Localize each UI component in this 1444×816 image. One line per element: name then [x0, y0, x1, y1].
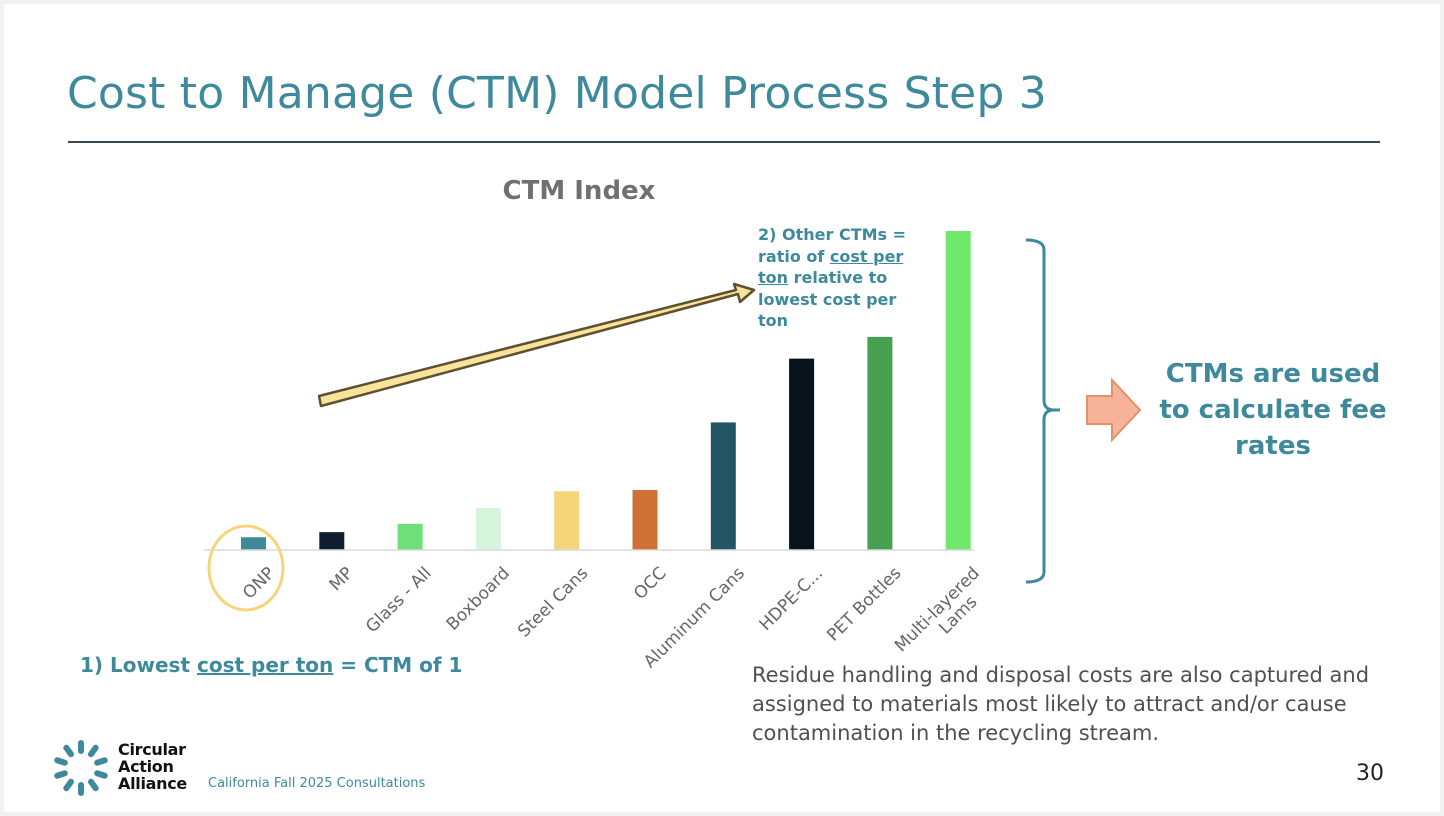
tick-label: MP: [326, 563, 358, 595]
bar-group: [241, 231, 971, 550]
other-ctms-underlined: cost per ton: [758, 246, 904, 288]
logo-wordmark: Circular Action Alliance: [118, 741, 187, 792]
other-ctms-suffix: relative to lowest cost per ton: [758, 268, 897, 330]
bar-multi-layered-lams: [945, 231, 971, 550]
residue-text: Residue handling and disposal costs are …: [752, 663, 1370, 745]
slide: Cost to Manage (CTM) Model Process Step …: [4, 4, 1440, 812]
chart-title: CTM Index: [502, 176, 656, 206]
bar-hdpe-c: [789, 358, 815, 550]
bar-pet-bottles: [867, 336, 893, 550]
logo-line-1: Circular: [118, 740, 186, 759]
callout-arrow: [1086, 377, 1142, 443]
lowest-prefix: 1) Lowest: [80, 653, 197, 677]
bar-aluminum-cans: [710, 422, 736, 550]
other-ctms-note: 2) Other CTMs = ratio of cost per ton re…: [758, 224, 918, 332]
bar-boxboard: [475, 507, 501, 550]
lowest-underlined: cost per ton: [196, 653, 334, 677]
page-number: 30: [1356, 761, 1384, 786]
logo-line-2: Action: [118, 757, 174, 776]
logo-line-3: Alliance: [118, 774, 187, 793]
page-title: Cost to Manage (CTM) Model Process Step …: [67, 68, 1047, 119]
tick-label: PET Bottles: [823, 563, 905, 645]
bar-onp: [241, 537, 266, 550]
tick-label: OCC: [630, 563, 670, 603]
tick-label: Boxboard: [443, 563, 514, 634]
title-divider: [68, 141, 1380, 143]
ctm-callout-text: CTMs are used to calculate fee rates: [1159, 359, 1387, 461]
lowest-suffix: = CTM of 1: [333, 653, 463, 677]
tick-label: Glass - All: [362, 563, 436, 637]
onp-highlight-circle: [207, 524, 285, 612]
bar-steel-cans: [554, 491, 580, 550]
lowest-cost-note: 1) Lowest cost per ton = CTM of 1: [80, 653, 462, 677]
other-ctms-prefix: 2) Other CTMs = ratio of: [758, 225, 907, 266]
footer-event-text: California Fall 2025 Consultations: [208, 776, 426, 791]
ratio-arrow: [317, 282, 756, 408]
bar-glass-all: [397, 523, 423, 550]
right-bracket: [1025, 238, 1060, 584]
tick-label: Steel Cans: [514, 563, 592, 641]
bar-occ: [632, 490, 658, 550]
tick-label: HDPE-C...: [756, 563, 827, 634]
bar-mp: [319, 532, 345, 550]
circular-action-alliance-logo-icon: [54, 740, 108, 796]
tick-label: Multi-layeredLams: [891, 563, 997, 669]
